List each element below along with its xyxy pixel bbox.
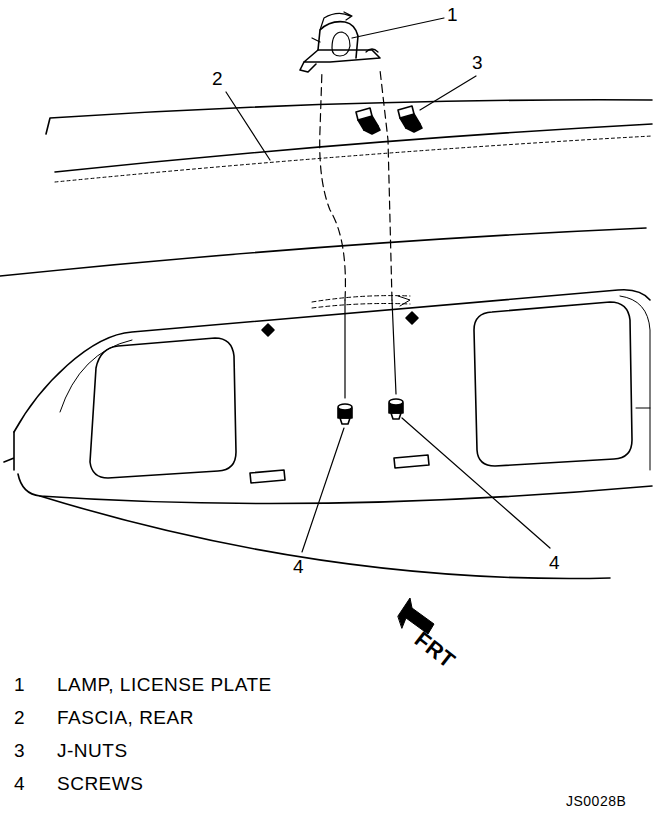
lamp-contour: [60, 340, 132, 412]
part-name: LAMP, LICENSE PLATE: [57, 674, 272, 696]
leader-line: [226, 92, 270, 160]
fascia-middle-edge: [0, 228, 646, 276]
callout-number: 3: [472, 52, 483, 74]
lamp-band-top: [14, 290, 650, 432]
legend-number: 1: [14, 674, 25, 696]
legend-number: 4: [14, 773, 25, 795]
tail-lamp-right: [474, 302, 632, 466]
front-arrow: [398, 598, 434, 634]
tail-lamp-left: [90, 338, 236, 478]
j-nut: [398, 106, 422, 132]
part-name: FASCIA, REAR: [57, 707, 194, 729]
fastener: [406, 312, 418, 324]
screw: [338, 404, 352, 424]
lamp-contour: [620, 296, 650, 470]
part-name: SCREWS: [57, 773, 143, 795]
slot: [250, 470, 285, 483]
leader-line: [402, 418, 550, 548]
callout-number: 4: [549, 552, 560, 574]
slot: [394, 455, 429, 468]
pocket-hidden-edge: [312, 296, 410, 302]
legend-number: 3: [14, 740, 25, 762]
fascia-hidden-edge: [55, 136, 652, 182]
j-nut: [356, 108, 380, 134]
lamp-band-bottom: [4, 432, 652, 504]
leader-line: [420, 76, 476, 110]
screw: [389, 399, 403, 419]
fascia-lower-edge: [40, 496, 610, 579]
fascia-upper-edge: [55, 124, 652, 172]
callout-number: 2: [212, 68, 223, 90]
callout-number: 4: [293, 556, 304, 578]
license-lamp: [300, 12, 380, 72]
part-name: J-NUTS: [57, 740, 128, 762]
front-marker: FRT: [410, 628, 458, 673]
legend-number: 2: [14, 707, 25, 729]
leader-line: [302, 428, 344, 552]
figure-code: JS0028B: [566, 790, 626, 812]
install-path: [344, 300, 345, 398]
callout-number: 1: [447, 4, 458, 26]
install-path: [392, 300, 396, 394]
leader-line: [352, 18, 444, 38]
fastener: [262, 324, 274, 336]
